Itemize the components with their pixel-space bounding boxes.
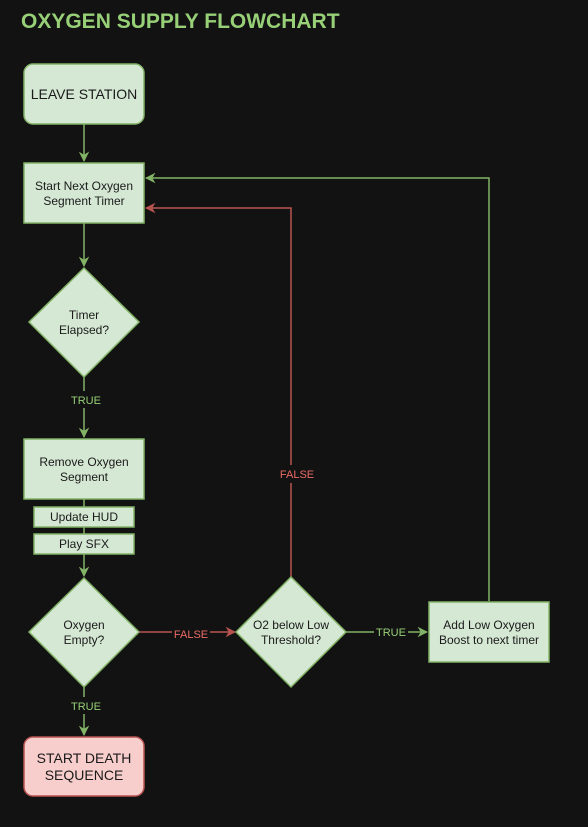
node-start-death: START DEATH SEQUENCE [23,736,145,797]
node-update-hud: Update HUD [33,506,135,528]
node-add-boost: Add Low Oxygen Boost to next timer [428,601,550,663]
node-o2-below-line2: Threshold? [261,633,321,647]
node-start-timer-line1: Start Next Oxygen [35,179,133,193]
edge-label-empty-false: FALSE [174,629,208,641]
node-start-death-line1: START DEATH [37,750,132,766]
node-start-timer: Start Next Oxygen Segment Timer [23,162,145,224]
edge-label-below-false: FALSE [280,469,314,481]
edge-below-to-start-b [144,202,292,465]
node-leave-station-label: LEAVE STATION [31,86,138,102]
node-leave-station: LEAVE STATION [23,63,145,125]
node-start-death-line2: SEQUENCE [45,767,124,783]
node-remove-segment-line1: Remove Oxygen [39,455,128,469]
node-timer-elapsed-line2: Elapsed? [59,323,109,337]
edge-boost-to-start [144,172,490,601]
node-start-timer-line2: Segment Timer [43,194,124,208]
node-play-sfx: Play SFX [33,533,135,555]
node-oxygen-empty-line2: Empty? [64,633,105,647]
node-update-hud-label: Update HUD [50,510,118,524]
node-o2-below-line1: O2 below Low [253,618,329,632]
node-o2-below-threshold: O2 below Low Threshold? [234,575,348,689]
node-oxygen-empty: Oxygen Empty? [27,576,141,689]
node-oxygen-empty-line1: Oxygen [63,618,104,632]
node-play-sfx-label: Play SFX [59,537,109,551]
node-remove-segment-line2: Segment [60,470,109,484]
node-timer-elapsed: Timer Elapsed? [27,266,141,379]
page-title: OXYGEN SUPPLY FLOWCHART [21,10,340,33]
edge-label-empty-true: TRUE [71,701,101,713]
node-add-boost-line2: Boost to next timer [439,633,539,647]
node-timer-elapsed-line1: Timer [69,308,99,322]
node-add-boost-line1: Add Low Oxygen [443,618,534,632]
node-remove-segment: Remove Oxygen Segment [23,438,145,500]
edge-label-below-true: TRUE [376,627,406,639]
edge-label-timer-true: TRUE [71,395,101,407]
